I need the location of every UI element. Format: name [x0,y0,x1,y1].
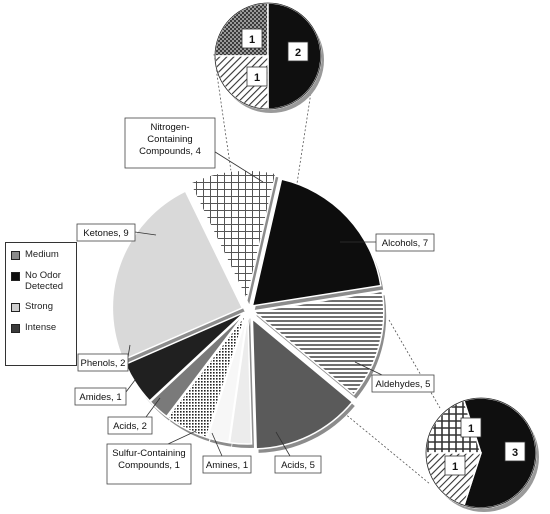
pie-slice-acids-2 [166,313,247,439]
label-text: Amides, 1 [79,392,121,403]
label-box [76,223,136,242]
legend-swatch-intense [11,324,20,333]
main-pie [111,169,387,453]
label-box [106,443,192,485]
pie-slice-aldehydes-5 [252,290,385,396]
legend-label: Intense [25,322,57,333]
legend-label: Strong [25,301,53,312]
connector-line [213,53,233,179]
zoom-pie-nitrogen: 1 2 1 [214,2,324,113]
label-box [274,455,322,474]
zoom-value-label: 1 [452,461,458,473]
legend-label: Medium [25,249,59,260]
legend-item-strong: Strong [11,301,73,312]
label-acids-2: Acids, 2 [107,397,161,435]
label-box [371,374,435,393]
zoom-pie-outline [425,397,537,509]
label-amines-1: Amines, 1 [202,432,252,474]
zoom-value-label: 1 [249,34,255,46]
label-aldehydes-5: Aldehydes, 5 [354,361,435,393]
legend-label: No Odor Detected [25,270,64,292]
zoom-value-box [241,28,263,49]
label-alcohols-7: Alcohols, 7 [340,233,435,252]
zoom-value-label: 1 [254,72,260,84]
label-box [77,353,129,372]
label-box [74,387,127,406]
label-box [375,233,435,252]
legend-item-medium: Medium [11,249,73,260]
leader-line [275,431,291,457]
leader-line [354,361,383,376]
pie-slice-amides-1 [149,312,246,418]
pie-slice-alcohols-7 [251,178,382,307]
zoom-value-label: 2 [295,47,301,59]
legend-swatch-strong [11,303,20,312]
label-box [202,455,252,474]
zoom-value-box [246,66,268,87]
legend-swatch-no-odor [11,272,20,281]
label-text: Compounds, 1 [118,460,180,471]
zoom-value-box [287,41,309,62]
pie-slice-sulfur-containing-compounds-1 [206,313,248,444]
zoom-value-label: 1 [468,423,474,435]
label-text: Alcohols, 7 [382,238,428,249]
leader-line [134,231,157,236]
zoom-value-box [444,455,466,476]
zoom-value-box [460,417,482,438]
label-text: Containing [147,134,192,145]
legend-item-no-odor: No Odor Detected [11,270,73,292]
legend-item-intense: Intense [11,322,73,333]
label-phenols-2: Phenols, 2 [77,344,131,372]
label-text: Nitrogen- [150,122,189,133]
label-text: Acids, 5 [281,460,315,471]
label-text: Aldehydes, 5 [376,379,431,390]
leader-line [167,430,197,445]
pie-slice-acids-5 [251,317,354,450]
zoom-value-label: 3 [512,447,518,459]
label-text: Phenols, 2 [81,358,126,369]
label-amides-1: Amides, 1 [74,379,136,406]
label-text: Ketones, 9 [83,228,128,239]
zoom-pie-outline [214,2,322,110]
label-text: Compounds, 4 [139,146,201,157]
leader-line [211,149,264,183]
label-box [107,416,153,435]
leader-line [211,432,223,457]
label-text: Amines, 1 [206,460,248,471]
connector-line [337,407,431,485]
zoom-pie-aldehydes: 1 3 1 [425,397,539,512]
leader-line [125,379,136,393]
legend-swatch-medium [11,251,20,260]
label-acids-5: Acids, 5 [274,431,322,474]
legend: Medium No Odor Detected Strong Intense [5,242,77,366]
label-text: Sulfur-Containing [112,448,185,459]
connector-line [388,319,441,409]
label-text: Acids, 2 [113,421,147,432]
leader-line [145,397,161,418]
label-ketones-9: Ketones, 9 [76,223,157,242]
label-box [124,117,216,169]
zoom-value-box [504,441,526,462]
pie-slice-nitrogen-containing-compounds-4 [188,169,277,303]
